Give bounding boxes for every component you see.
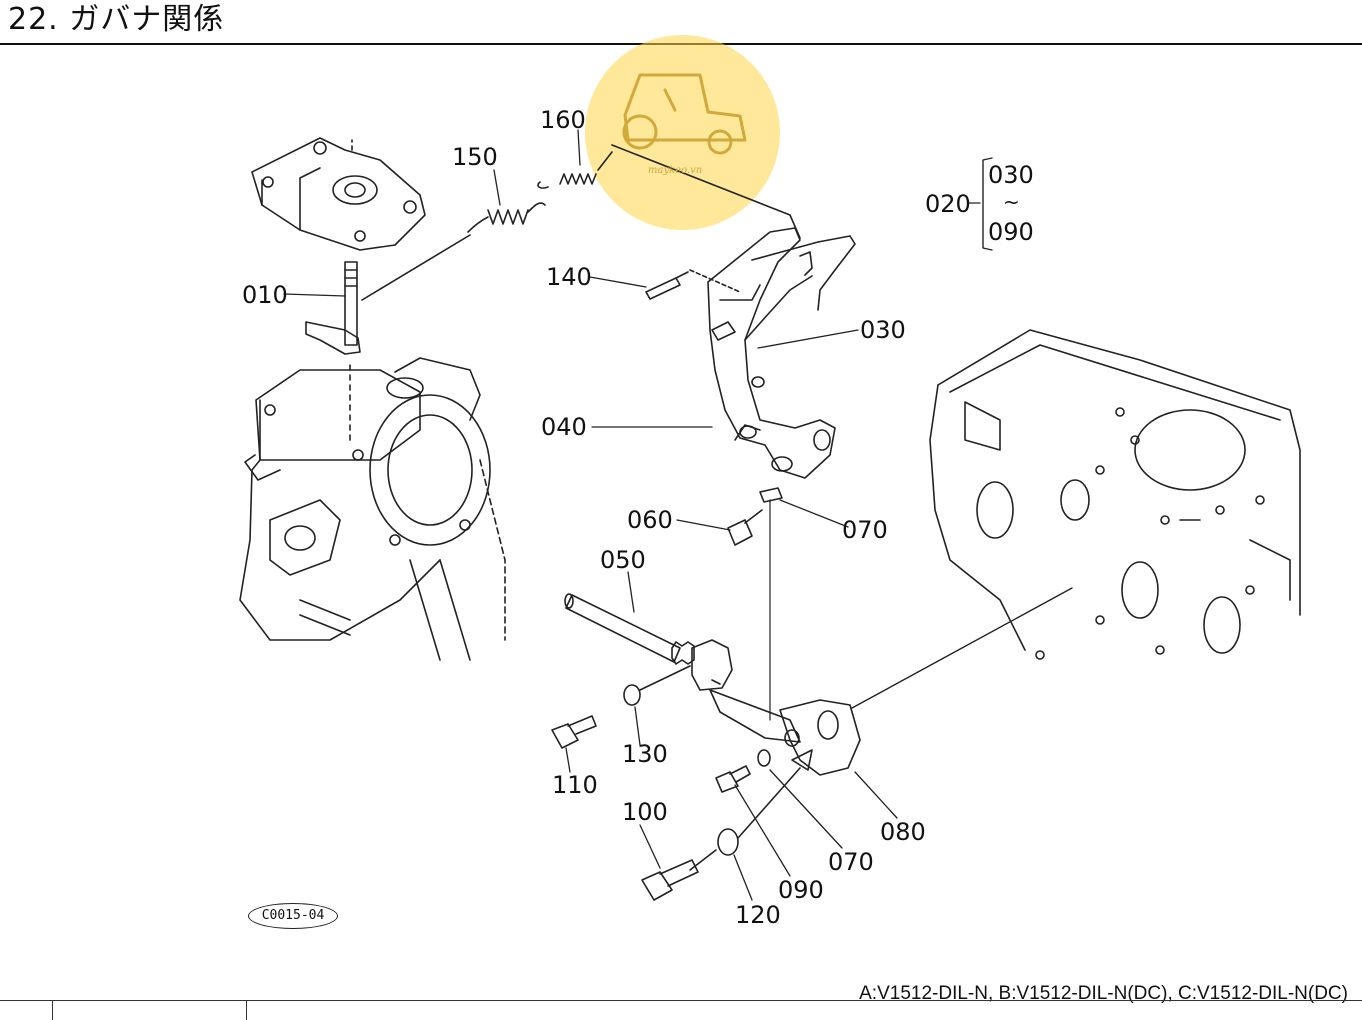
tractor-icon: [622, 73, 747, 155]
bolt-100-part: [641, 859, 699, 901]
part-label-090: 090: [778, 876, 824, 904]
governor-cover-part: [251, 137, 426, 251]
part-label-140: 140: [546, 263, 592, 291]
part-label-070-upper: 070: [842, 516, 888, 544]
group-label: 020: [925, 190, 971, 218]
pin-part: [645, 269, 741, 300]
engine-block-right-part: [929, 329, 1301, 660]
part-label-040: 040: [541, 413, 587, 441]
rod-part: [564, 593, 695, 665]
part-label-130: 130: [622, 740, 668, 768]
part-label-160: 160: [540, 106, 586, 134]
lever-bracket-part: [691, 639, 861, 776]
page-title: 22. ガバナ関係: [8, 2, 225, 37]
part-label-110: 110: [552, 771, 598, 799]
group-bracket: [982, 157, 993, 251]
group-range-symbol: ~: [1003, 190, 1020, 214]
part-label-030: 030: [860, 316, 906, 344]
part-label-070-lower: 070: [828, 848, 874, 876]
figure-code: C0015-04: [248, 903, 338, 929]
part-label-150: 150: [452, 143, 498, 171]
governor-spring-part: [467, 202, 546, 233]
bolt-080-small-part: [715, 765, 751, 793]
part-label-080: 080: [880, 818, 926, 846]
applicable-models: A:V1512-DIL-N, B:V1512-DIL-N(DC), C:V151…: [859, 983, 1348, 1004]
washer-120-part: [717, 828, 739, 856]
part-label-120: 120: [735, 901, 781, 929]
part-label-060: 060: [627, 506, 673, 534]
start-spring-part: [537, 151, 613, 189]
table-divider: [52, 1000, 53, 1020]
watermark-text: maykeo.vn: [648, 165, 703, 176]
engine-block-left-part: [239, 357, 506, 661]
part-label-050: 050: [600, 546, 646, 574]
group-range-end: 090: [988, 218, 1034, 246]
governor-lever-assembly-part: [707, 227, 856, 479]
bolt-060-part: [727, 509, 763, 546]
governor-shaft-part: [305, 261, 361, 441]
washer-130-part: [623, 684, 641, 706]
group-range-start: 030: [988, 161, 1034, 189]
part-label-010: 010: [242, 281, 288, 309]
bolt-110-part: [551, 715, 597, 749]
bottom-rule: [0, 1000, 1362, 1001]
table-divider: [246, 1000, 247, 1020]
small-nut-part: [759, 487, 783, 503]
washer-090-part: [757, 749, 771, 767]
part-label-100: 100: [622, 798, 668, 826]
